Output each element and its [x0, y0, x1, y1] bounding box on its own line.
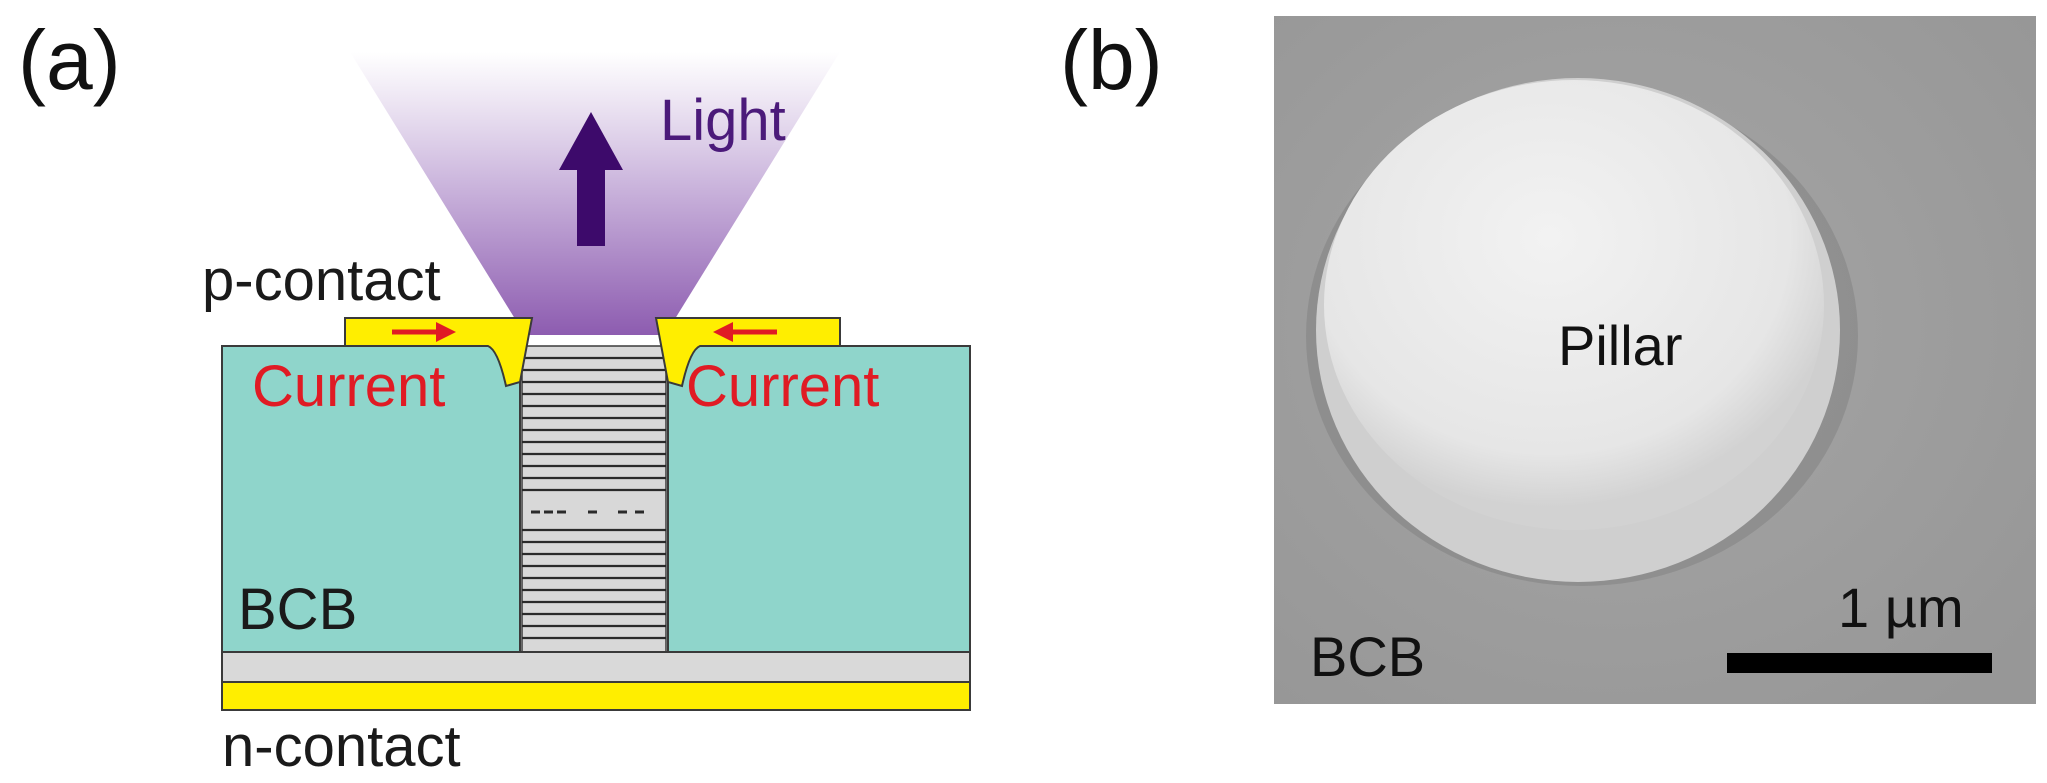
bcb-label-sem: BCB	[1310, 625, 1426, 688]
current-left-label: Current	[252, 354, 446, 419]
substrate-layer	[221, 651, 971, 683]
n-contact-layer	[221, 681, 971, 711]
light-arrow	[559, 112, 623, 246]
n-contact-label: n-contact	[222, 714, 461, 779]
current-right-label: Current	[686, 354, 880, 419]
light-label: Light	[660, 88, 786, 153]
bcb-left-block	[221, 345, 521, 653]
p-contact-label: p-contact	[202, 248, 441, 313]
p-contact-left	[344, 317, 534, 388]
current-arrow-right	[713, 322, 777, 342]
bcb-label-schematic: BCB	[238, 577, 358, 642]
sem-image	[1274, 16, 2036, 704]
scale-bar	[1727, 653, 1992, 673]
scale-bar-label: 1 µm	[1838, 576, 1964, 639]
current-arrow-left	[392, 322, 456, 342]
pillar-top	[1324, 80, 1824, 530]
pillar-layer-stack	[521, 345, 667, 653]
p-contact-right	[654, 317, 841, 388]
pillar-label: Pillar	[1558, 314, 1683, 377]
bcb-right-block	[667, 345, 971, 653]
panel-a-label: (a)	[18, 13, 121, 107]
panel-b-label: (b)	[1060, 13, 1163, 107]
